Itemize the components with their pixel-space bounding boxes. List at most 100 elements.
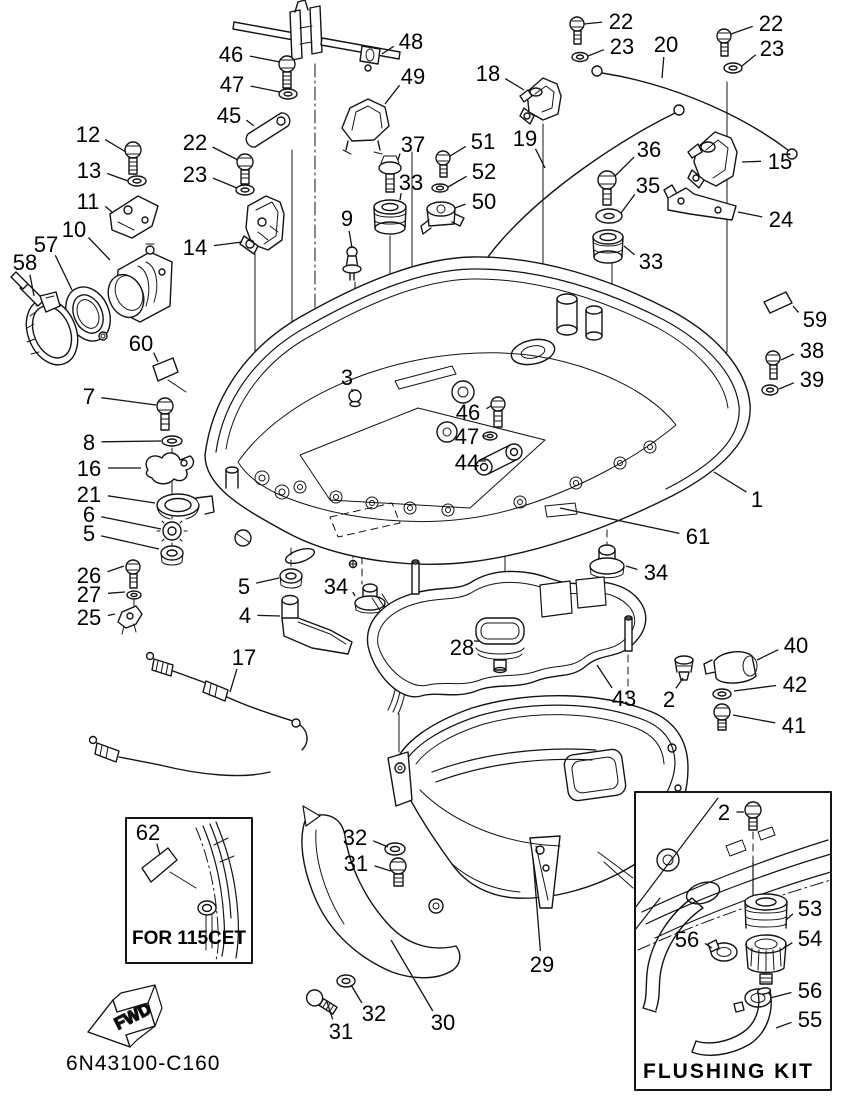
part-number-label: 46 — [456, 400, 480, 425]
bolt-36 — [597, 170, 617, 206]
part-number-label: 20 — [654, 32, 678, 57]
part-number-label: 27 — [77, 582, 101, 607]
part-number-label: 3 — [341, 365, 353, 390]
part-number-label: 14 — [183, 235, 207, 260]
leader-line — [326, 1001, 334, 1020]
cylinder-10 — [107, 243, 173, 323]
leader-line — [704, 942, 713, 949]
leader-line — [246, 119, 255, 127]
leader-line — [741, 160, 762, 163]
part-number-label: 47 — [455, 424, 479, 449]
part-number-label: 29 — [530, 952, 554, 977]
part-number-label: 45 — [217, 103, 241, 128]
part-number-label: 32 — [362, 1001, 386, 1026]
lower-cowling-29 — [387, 695, 689, 909]
part-number-label: 22 — [759, 11, 783, 36]
side-panel-30 — [301, 805, 461, 979]
part-number-label: 23 — [183, 162, 207, 187]
part-number-label: 7 — [83, 384, 95, 409]
leader-line — [785, 913, 794, 921]
part-number-label: 8 — [83, 430, 95, 455]
leader-line — [532, 857, 542, 952]
grommet-33-left — [373, 199, 407, 235]
part-number-label: 22 — [183, 130, 207, 155]
leader-line — [733, 684, 777, 692]
inset-flushing-kit — [634, 791, 832, 1091]
leader-line — [212, 146, 239, 161]
part-number-label: 31 — [344, 851, 368, 876]
leader-line — [104, 139, 127, 153]
leader-line — [614, 156, 635, 177]
leader-line — [213, 241, 243, 247]
screw-41 — [713, 703, 731, 731]
part-number-label: 61 — [686, 524, 710, 549]
lock-cable-20 — [591, 65, 798, 160]
washer-23-right — [723, 62, 743, 74]
part-number-label: 58 — [13, 250, 37, 275]
part-number-label: 6 — [83, 502, 95, 527]
leader-line — [397, 153, 401, 161]
washer-32-upper — [384, 842, 406, 856]
leader-line — [107, 172, 129, 182]
part-number-label: 34 — [644, 560, 668, 585]
bolt-3 — [348, 389, 362, 569]
adapter-54 — [745, 934, 787, 985]
leader-line — [372, 840, 389, 848]
leader-line — [447, 175, 467, 188]
leader-line — [250, 85, 281, 93]
throttle-cables-17 — [88, 593, 408, 777]
leader-line — [350, 984, 363, 1004]
part-number-label: 11 — [77, 189, 100, 214]
part-number-label: 39 — [800, 367, 824, 392]
part-number-label: 28 — [450, 635, 474, 660]
part-number-label: 54 — [798, 926, 822, 951]
leader-line — [730, 25, 753, 35]
part-number-label: 5 — [83, 521, 95, 546]
leader-line — [783, 942, 793, 949]
clip-50 — [420, 201, 465, 235]
leader-line — [399, 192, 402, 201]
part-number-label: 60 — [129, 331, 153, 356]
leader-line — [348, 230, 353, 249]
part-number-label: 4 — [239, 603, 251, 628]
plate-45 — [245, 112, 291, 148]
screw-2-kit — [744, 801, 762, 831]
leader-line — [769, 991, 792, 999]
washer-42 — [712, 688, 732, 700]
inset-caption-flushing-kit: FLUSHING KIT — [643, 1060, 814, 1083]
leader-line — [623, 245, 635, 256]
leader-line — [454, 203, 466, 209]
leader-line — [351, 388, 354, 393]
leader-line — [101, 397, 157, 406]
leader-line — [756, 649, 779, 661]
part-number-label: 44 — [455, 450, 479, 475]
washer-23-mid — [235, 184, 255, 196]
grommet-28 — [475, 617, 525, 674]
leader-line — [107, 613, 116, 617]
rubber-plug-2 — [674, 655, 694, 681]
leader-line — [107, 565, 125, 573]
leader-line — [486, 405, 492, 410]
leader-line — [504, 78, 525, 91]
grommet-33-right — [592, 229, 624, 264]
part-number-label: 57 — [34, 232, 58, 257]
leader-line — [249, 55, 281, 63]
clamp-40 — [703, 651, 758, 684]
part-number-label: 32 — [343, 825, 367, 850]
tag-60 — [152, 357, 187, 393]
part-number-label: 13 — [77, 158, 101, 183]
plate-24 — [663, 184, 737, 221]
leader-line — [390, 939, 434, 1012]
leader-line — [559, 507, 680, 535]
hose-clamp-56-upper — [707, 939, 738, 962]
shift-rod-assembly — [232, 0, 401, 72]
screw-46-mid — [490, 396, 506, 428]
lever-4 — [281, 594, 353, 655]
washer-39 — [761, 384, 779, 396]
part-number-label: 48 — [399, 29, 423, 54]
part-number-label: 35 — [636, 173, 660, 198]
leader-line — [352, 591, 356, 597]
part-number-label: 5 — [238, 574, 250, 599]
hose-clamp-58 — [10, 271, 79, 366]
